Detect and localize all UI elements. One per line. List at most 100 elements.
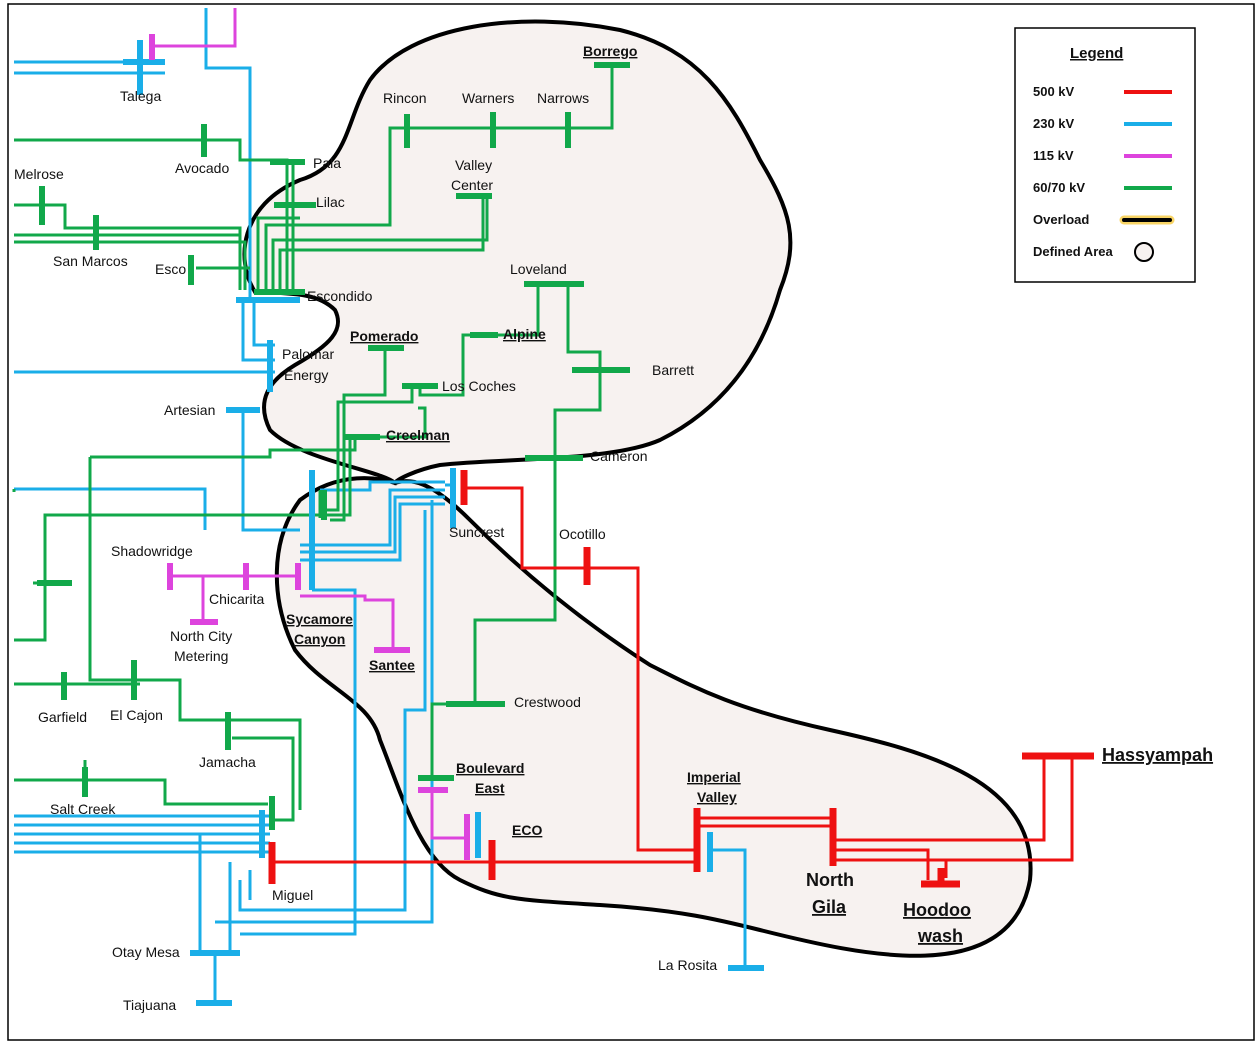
label-boulevard-1: Boulevard [456,760,524,776]
kv500-line-118 [462,486,630,570]
label-eco: ECO [512,822,542,838]
label-pala: Pala [313,155,341,171]
legend-area-swatch [1134,242,1154,262]
kv6070-line-65 [264,64,614,290]
label-otay-mesa: Otay Mesa [112,944,180,960]
label-chicarita: Chicarita [209,591,264,607]
label-shadowridge: Shadowridge [111,543,193,559]
kv6070-line-87 [473,458,557,704]
kv6070-line-77 [232,736,295,822]
label-barrett: Barrett [652,362,694,378]
kv230-line-20 [240,588,357,936]
label-esco: Esco [155,261,186,277]
kv115-line-50 [430,790,468,840]
label-melrose: Melrose [14,166,64,182]
kv230-line-13 [300,495,445,554]
label-los-coches: Los Coches [442,378,516,394]
legend-label-2: 115 kV [1033,148,1074,163]
label-salt-creek: Salt Creek [50,801,116,817]
label-artesian: Artesian [164,402,215,418]
kv6070-line-86 [553,284,602,458]
network-buses [37,34,1094,1006]
label-narrows: Narrows [537,90,589,106]
kv115-line-49 [300,594,395,650]
label-hoodoo-2: wash [917,926,963,946]
legend-label-0: 500 kV [1033,84,1075,99]
label-creelman: Creelman [386,427,450,443]
label-san-marcos: San Marcos [53,253,128,269]
label-hoodoo-1: Hoodoo [903,900,971,920]
kv500-line-119 [587,566,700,852]
kv6070-line-84 [418,284,540,397]
label-crestwood: Crestwood [514,694,581,710]
kv230-line-28 [238,868,407,912]
kv6070-line-60 [14,203,242,290]
kv6070-line-85 [350,406,427,439]
kv6070-line-71 [90,437,357,459]
legend: Legend 500 kV 230 kV 115 kV 60/70 kV Overloa… [1014,27,1196,283]
legend-label-5: Defined Area [1033,244,1113,259]
kv230-line-18 [215,500,434,924]
label-palomar-1: Palomar [282,346,334,362]
label-north-city-1: North City [170,628,232,644]
label-sycamore-2: Canyon [294,631,345,647]
label-tiajuana: Tiajuana [123,997,176,1013]
label-garfield: Garfield [38,709,87,725]
legend-title: Legend [1070,45,1123,62]
kv500-line-124 [834,756,1074,862]
kv6070-line-81 [330,348,387,522]
label-miguel: Miguel [272,887,313,903]
kv6070-line-82 [326,386,414,512]
label-imperial-1: Imperial [687,769,741,785]
label-imperial-2: Valley [697,789,737,805]
label-talega: Talega [120,88,161,104]
legend-items: 500 kV 230 kV 115 kV 60/70 kV OverloadDefine… [1033,84,1175,262]
kv500-line-126 [836,848,930,880]
label-palomar-2: Energy [284,367,328,383]
kv230-line-14 [300,502,445,562]
label-alpine: Alpine [503,326,546,342]
legend-label-1: 230 kV [1033,116,1075,131]
label-rincon: Rincon [383,90,427,106]
label-valley-center-2: Center [451,177,493,193]
label-north-city-2: Metering [174,648,228,664]
label-avocado: Avocado [175,160,229,176]
label-boulevard-2: East [475,780,505,796]
label-pomerado: Pomerado [350,328,418,344]
label-lilac: Lilac [316,194,345,210]
kv115-line-46 [152,8,237,48]
label-la-rosita: La Rosita [658,957,717,973]
kv500-line-123 [834,756,1046,842]
kv6070-line-64 [256,216,300,290]
kv230-line-5 [241,300,275,362]
kv6070-line-76 [140,678,302,810]
station-labels: Borrego Rincon Warners Narrows Talega Av… [14,43,1213,1013]
label-borrego: Borrego [583,43,637,59]
kv230-line-2 [204,8,252,300]
label-santee: Santee [369,657,415,673]
kv6070-line-67 [278,196,485,290]
label-cameron: Cameron [590,448,648,464]
kv6070-line-62 [14,240,247,290]
kv230-line-31 [710,848,747,968]
kv6070-line-70 [88,457,140,682]
legend-label-3: 60/70 kV [1033,180,1085,195]
kv6070-line-73 [14,513,90,642]
label-warners: Warners [462,90,514,106]
label-hassyampah: Hassyampah [1102,745,1213,765]
label-ocotillo: Ocotillo [559,526,606,542]
label-north-gila-2: Gila [812,897,847,917]
kv6070-line-83 [326,437,352,517]
kv230-line-19 [403,510,427,868]
label-sycamore-1: Sycamore [286,611,353,627]
label-valley-center-1: Valley [455,157,492,173]
kv230-line-12 [300,488,445,547]
label-escondido: Escondido [307,288,373,304]
legend-label-4: Overload [1033,212,1089,227]
label-suncrest: Suncrest [449,524,504,540]
label-loveland: Loveland [510,261,567,277]
label-north-gila-1: North [806,870,854,890]
label-el-cajon: El Cajon [110,707,163,723]
label-jamacha: Jamacha [199,754,256,770]
